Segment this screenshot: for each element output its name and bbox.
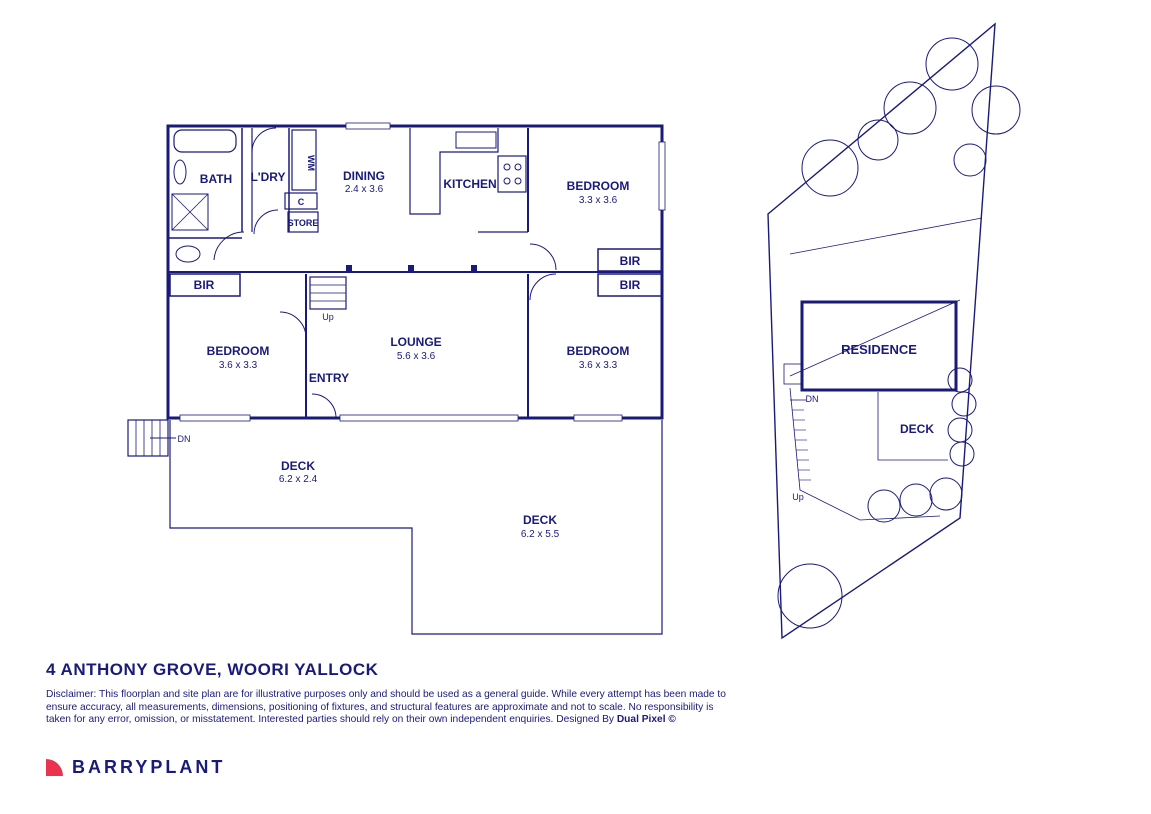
bedroom-ne-label: BEDROOM <box>567 179 630 193</box>
deck-outline <box>169 420 663 635</box>
cupboard-label: C <box>298 197 305 207</box>
bedroom-e-label: BEDROOM <box>567 344 630 358</box>
dining-label: DINING <box>343 169 385 183</box>
site-deck-label: DECK <box>900 422 934 436</box>
bir-ne-1-label: BIR <box>620 254 641 268</box>
lounge-dimensions: 5.6 x 3.6 <box>397 351 436 362</box>
deck-front-dimensions: 6.2 x 2.4 <box>279 474 318 485</box>
designer-credit: Dual Pixel © <box>616 714 676 726</box>
lounge-label: LOUNGE <box>390 335 441 349</box>
tree-icon <box>777 37 1021 629</box>
disclaimer: Disclaimer: This floorplan and site plan… <box>46 689 736 727</box>
bir-w-label: BIR <box>194 278 215 292</box>
bath-label: BATH <box>200 172 232 186</box>
brand-mark-icon <box>46 758 63 776</box>
site-residence-label: RESIDENCE <box>841 342 917 357</box>
site-up-label: Up <box>792 492 804 502</box>
brand-logo: BARRYPLANT <box>46 756 225 778</box>
entry-label: ENTRY <box>309 371 349 385</box>
wm-label: WM <box>306 155 316 171</box>
floor-and-site-plan: BATH L'DRY WM C STORE DINING 2.4 x 3.6 K… <box>127 22 1021 640</box>
bedroom-e-dimensions: 3.6 x 3.3 <box>579 360 618 371</box>
disclaimer-text: Disclaimer: This floorplan and site plan… <box>46 689 726 726</box>
site-boundary <box>767 22 996 640</box>
deck-side-dimensions: 6.2 x 5.5 <box>521 529 560 540</box>
stairs-up-label: Up <box>322 312 334 322</box>
bedroom-w-dimensions: 3.6 x 3.3 <box>219 360 258 371</box>
deck-side-label: DECK <box>523 513 557 527</box>
bedroom-ne-dimensions: 3.3 x 3.6 <box>579 195 618 206</box>
property-address: 4 ANTHONY GROVE, WOORI YALLOCK <box>46 660 379 679</box>
dining-dimensions: 2.4 x 3.6 <box>345 184 384 195</box>
brand-name: BARRYPLANT <box>72 756 226 777</box>
site-dn-label: DN <box>806 394 819 404</box>
bir-ne-2-label: BIR <box>620 278 641 292</box>
deck-front-label: DECK <box>281 459 315 473</box>
bedroom-w-label: BEDROOM <box>207 344 270 358</box>
stairs-down-label: DN <box>178 434 191 444</box>
store-label: STORE <box>288 218 319 228</box>
kitchen-label: KITCHEN <box>443 177 496 191</box>
laundry-label: L'DRY <box>250 170 285 184</box>
residence-footprint <box>800 300 958 392</box>
